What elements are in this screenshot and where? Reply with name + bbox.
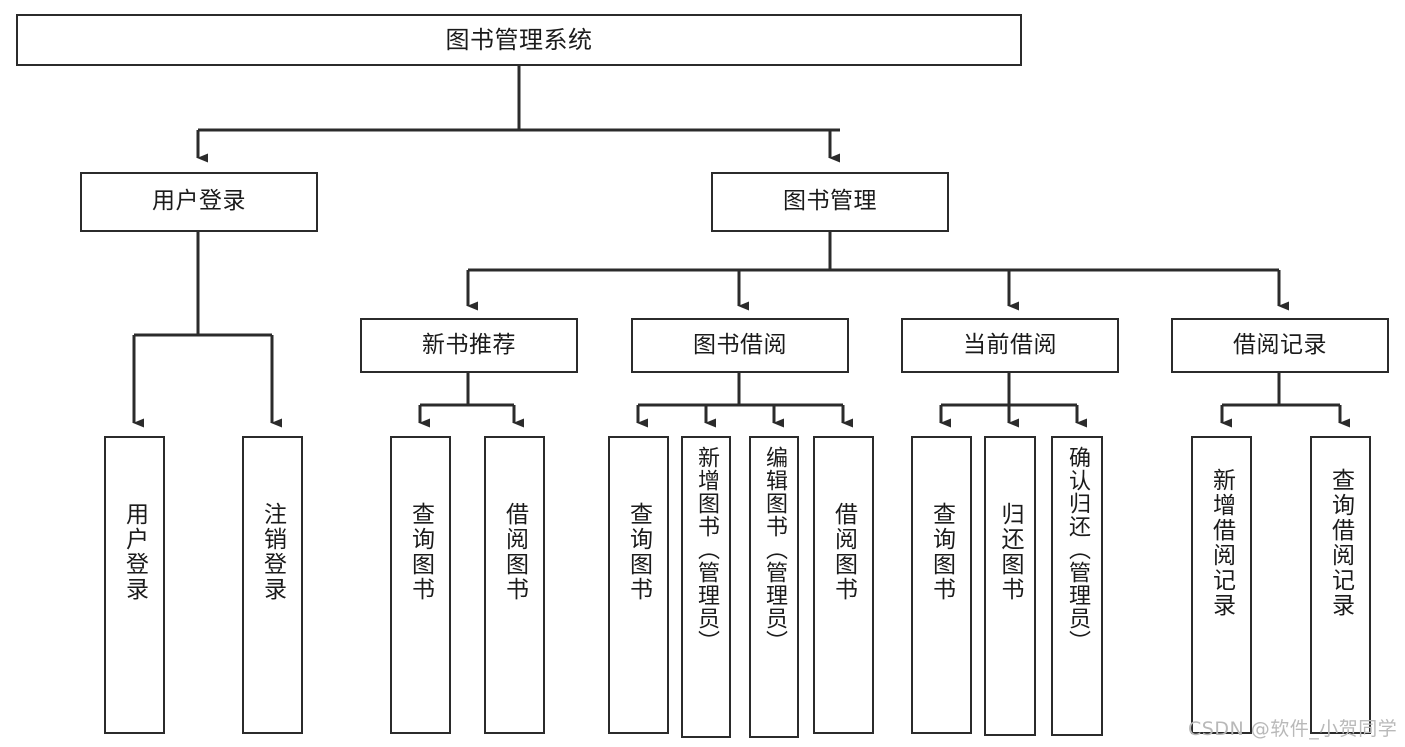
node-label: 图书管理系统: [445, 25, 593, 54]
node-user-login[interactable]: 用户登录: [80, 172, 318, 232]
node-label: 编辑图书（管理员）: [761, 446, 787, 653]
node-leaf-query-borrow-record[interactable]: 查询借阅记录: [1310, 436, 1371, 734]
node-label: 借阅图书: [830, 502, 857, 602]
node-leaf-edit-book-admin[interactable]: 编辑图书（管理员）: [749, 436, 799, 738]
node-label: 查询图书: [407, 502, 434, 602]
node-new-book-recommend[interactable]: 新书推荐: [360, 318, 578, 373]
node-label: 新增借阅记录: [1208, 468, 1235, 618]
node-root-book-management-system[interactable]: 图书管理系统: [16, 14, 1022, 66]
node-label: 注销登录: [259, 502, 286, 602]
node-label: 查询图书: [625, 502, 652, 602]
node-leaf-confirm-return-admin[interactable]: 确认归还（管理员）: [1051, 436, 1103, 736]
node-current-borrow[interactable]: 当前借阅: [901, 318, 1119, 373]
node-label: 新书推荐: [422, 331, 516, 358]
node-label: 查询借阅记录: [1327, 468, 1354, 618]
node-leaf-user-login[interactable]: 用户登录: [104, 436, 165, 734]
node-leaf-query-book-borrow[interactable]: 查询图书: [608, 436, 669, 734]
node-borrow-record[interactable]: 借阅记录: [1171, 318, 1389, 373]
node-label: 归还图书: [997, 502, 1024, 602]
node-leaf-add-borrow-record[interactable]: 新增借阅记录: [1191, 436, 1252, 734]
node-label: 图书管理: [783, 188, 877, 215]
node-label: 用户登录: [121, 502, 148, 602]
node-leaf-borrow-book-recommend[interactable]: 借阅图书: [484, 436, 545, 734]
node-label: 借阅图书: [501, 502, 528, 602]
node-leaf-borrow-book-borrow[interactable]: 借阅图书: [813, 436, 874, 734]
node-label: 当前借阅: [963, 331, 1057, 358]
node-label: 用户登录: [152, 188, 246, 215]
node-label: 图书借阅: [693, 331, 787, 358]
node-label: 借阅记录: [1233, 331, 1327, 358]
watermark-csdn: CSDN @软件_小贺同学: [1188, 718, 1398, 740]
node-leaf-query-book-current[interactable]: 查询图书: [911, 436, 972, 734]
node-book-borrow[interactable]: 图书借阅: [631, 318, 849, 373]
node-label: 确认归还（管理员）: [1064, 446, 1090, 653]
node-leaf-return-book[interactable]: 归还图书: [984, 436, 1036, 736]
node-leaf-logout-login[interactable]: 注销登录: [242, 436, 303, 734]
node-leaf-add-book-admin[interactable]: 新增图书（管理员）: [681, 436, 731, 738]
node-leaf-query-book-recommend[interactable]: 查询图书: [390, 436, 451, 734]
node-book-manage[interactable]: 图书管理: [711, 172, 949, 232]
node-label: 新增图书（管理员）: [693, 446, 719, 653]
node-label: 查询图书: [928, 502, 955, 602]
